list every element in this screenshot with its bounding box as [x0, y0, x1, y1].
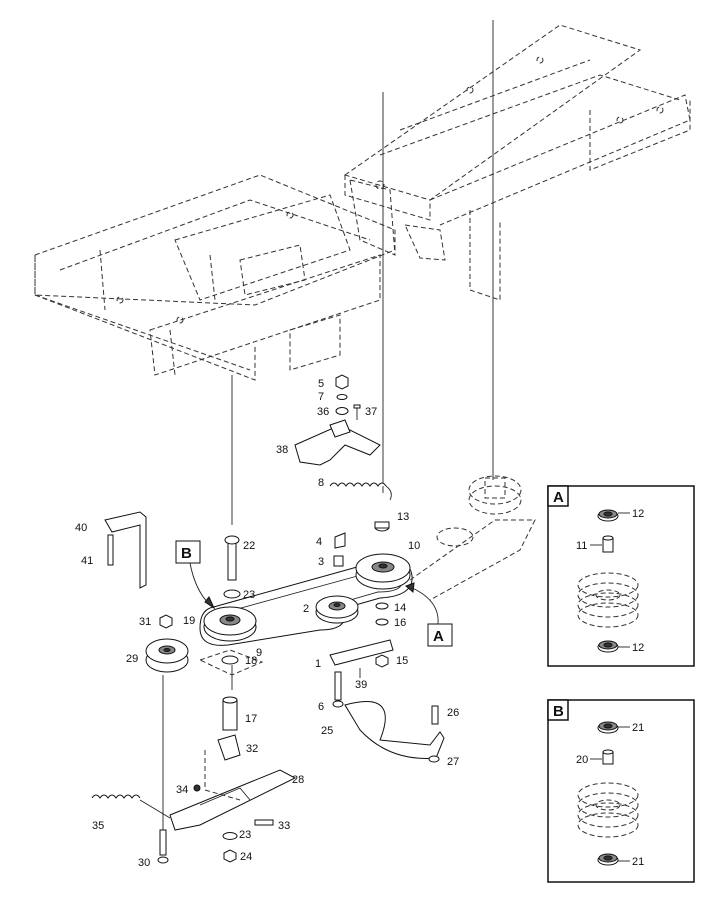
svg-text:B: B — [181, 545, 192, 562]
callout-1: 1 — [315, 658, 321, 670]
callout-26: 26 — [447, 707, 459, 719]
callout-4: 4 — [316, 536, 322, 548]
callout-8: 8 — [318, 477, 324, 489]
inset-a-title: A — [553, 489, 564, 506]
svg-text:A: A — [433, 628, 444, 645]
callout-5: 5 — [318, 378, 324, 390]
view-marker-b: B — [175, 540, 216, 610]
callout-3: 3 — [318, 556, 324, 568]
callout-33: 33 — [278, 820, 290, 832]
callout-28: 28 — [292, 774, 304, 786]
callout-18: 18 — [245, 655, 257, 667]
callout-2: 2 — [303, 603, 309, 615]
inset-b-title: B — [553, 703, 564, 720]
callout-29: 29 — [126, 653, 138, 665]
callout-24: 24 — [240, 851, 252, 863]
callout-32: 32 — [246, 743, 258, 755]
callout-34: 34 — [176, 784, 188, 796]
callout-39: 39 — [355, 679, 367, 691]
callout-36: 36 — [317, 406, 329, 418]
inset-b-label-bottom: 21 — [632, 856, 644, 868]
view-marker-a: A — [405, 582, 453, 647]
callout-40: 40 — [75, 522, 87, 534]
callout-10: 10 — [408, 540, 420, 552]
drive-pulley-2 — [315, 595, 359, 624]
callout-19: 19 — [183, 615, 195, 627]
callout-35: 35 — [92, 820, 104, 832]
callout-38: 38 — [276, 444, 288, 456]
pulley-10 — [355, 553, 411, 590]
callout-23b: 23 — [239, 829, 251, 841]
callout-9: 9 — [256, 647, 262, 659]
pulley-29 — [145, 638, 189, 673]
inset-b-label-spacer: 20 — [576, 754, 588, 766]
callout-31: 31 — [139, 616, 151, 628]
main-parts — [91, 374, 536, 864]
callout-15: 15 — [396, 655, 408, 667]
inset-a-label-top: 12 — [632, 508, 644, 520]
callout-30: 30 — [138, 857, 150, 869]
callout-6: 6 — [318, 701, 324, 713]
callout-27: 27 — [447, 756, 459, 768]
callout-16: 16 — [394, 617, 406, 629]
inset-a: A 12 11 12 — [547, 485, 695, 667]
callout-17: 17 — [245, 713, 257, 725]
callout-22: 22 — [243, 540, 255, 552]
callout-7: 7 — [318, 391, 324, 403]
callout-25: 25 — [321, 725, 333, 737]
inset-a-label-spacer: 11 — [576, 540, 587, 552]
tractor-frame — [34, 24, 691, 381]
callouts: 1 2 3 4 5 6 7 8 9 10 13 14 15 16 17 18 1… — [75, 378, 459, 869]
inset-b: B 21 20 21 — [547, 699, 695, 883]
callout-23: 23 — [243, 589, 255, 601]
inset-a-label-bottom: 12 — [632, 642, 644, 654]
alignment-lines — [162, 20, 494, 830]
callout-37: 37 — [365, 406, 377, 418]
inset-b-label-top: 21 — [632, 722, 644, 734]
callout-41: 41 — [81, 555, 93, 567]
idler-pulley-19 — [203, 606, 257, 642]
callout-13: 13 — [397, 511, 409, 523]
callout-14: 14 — [394, 602, 406, 614]
